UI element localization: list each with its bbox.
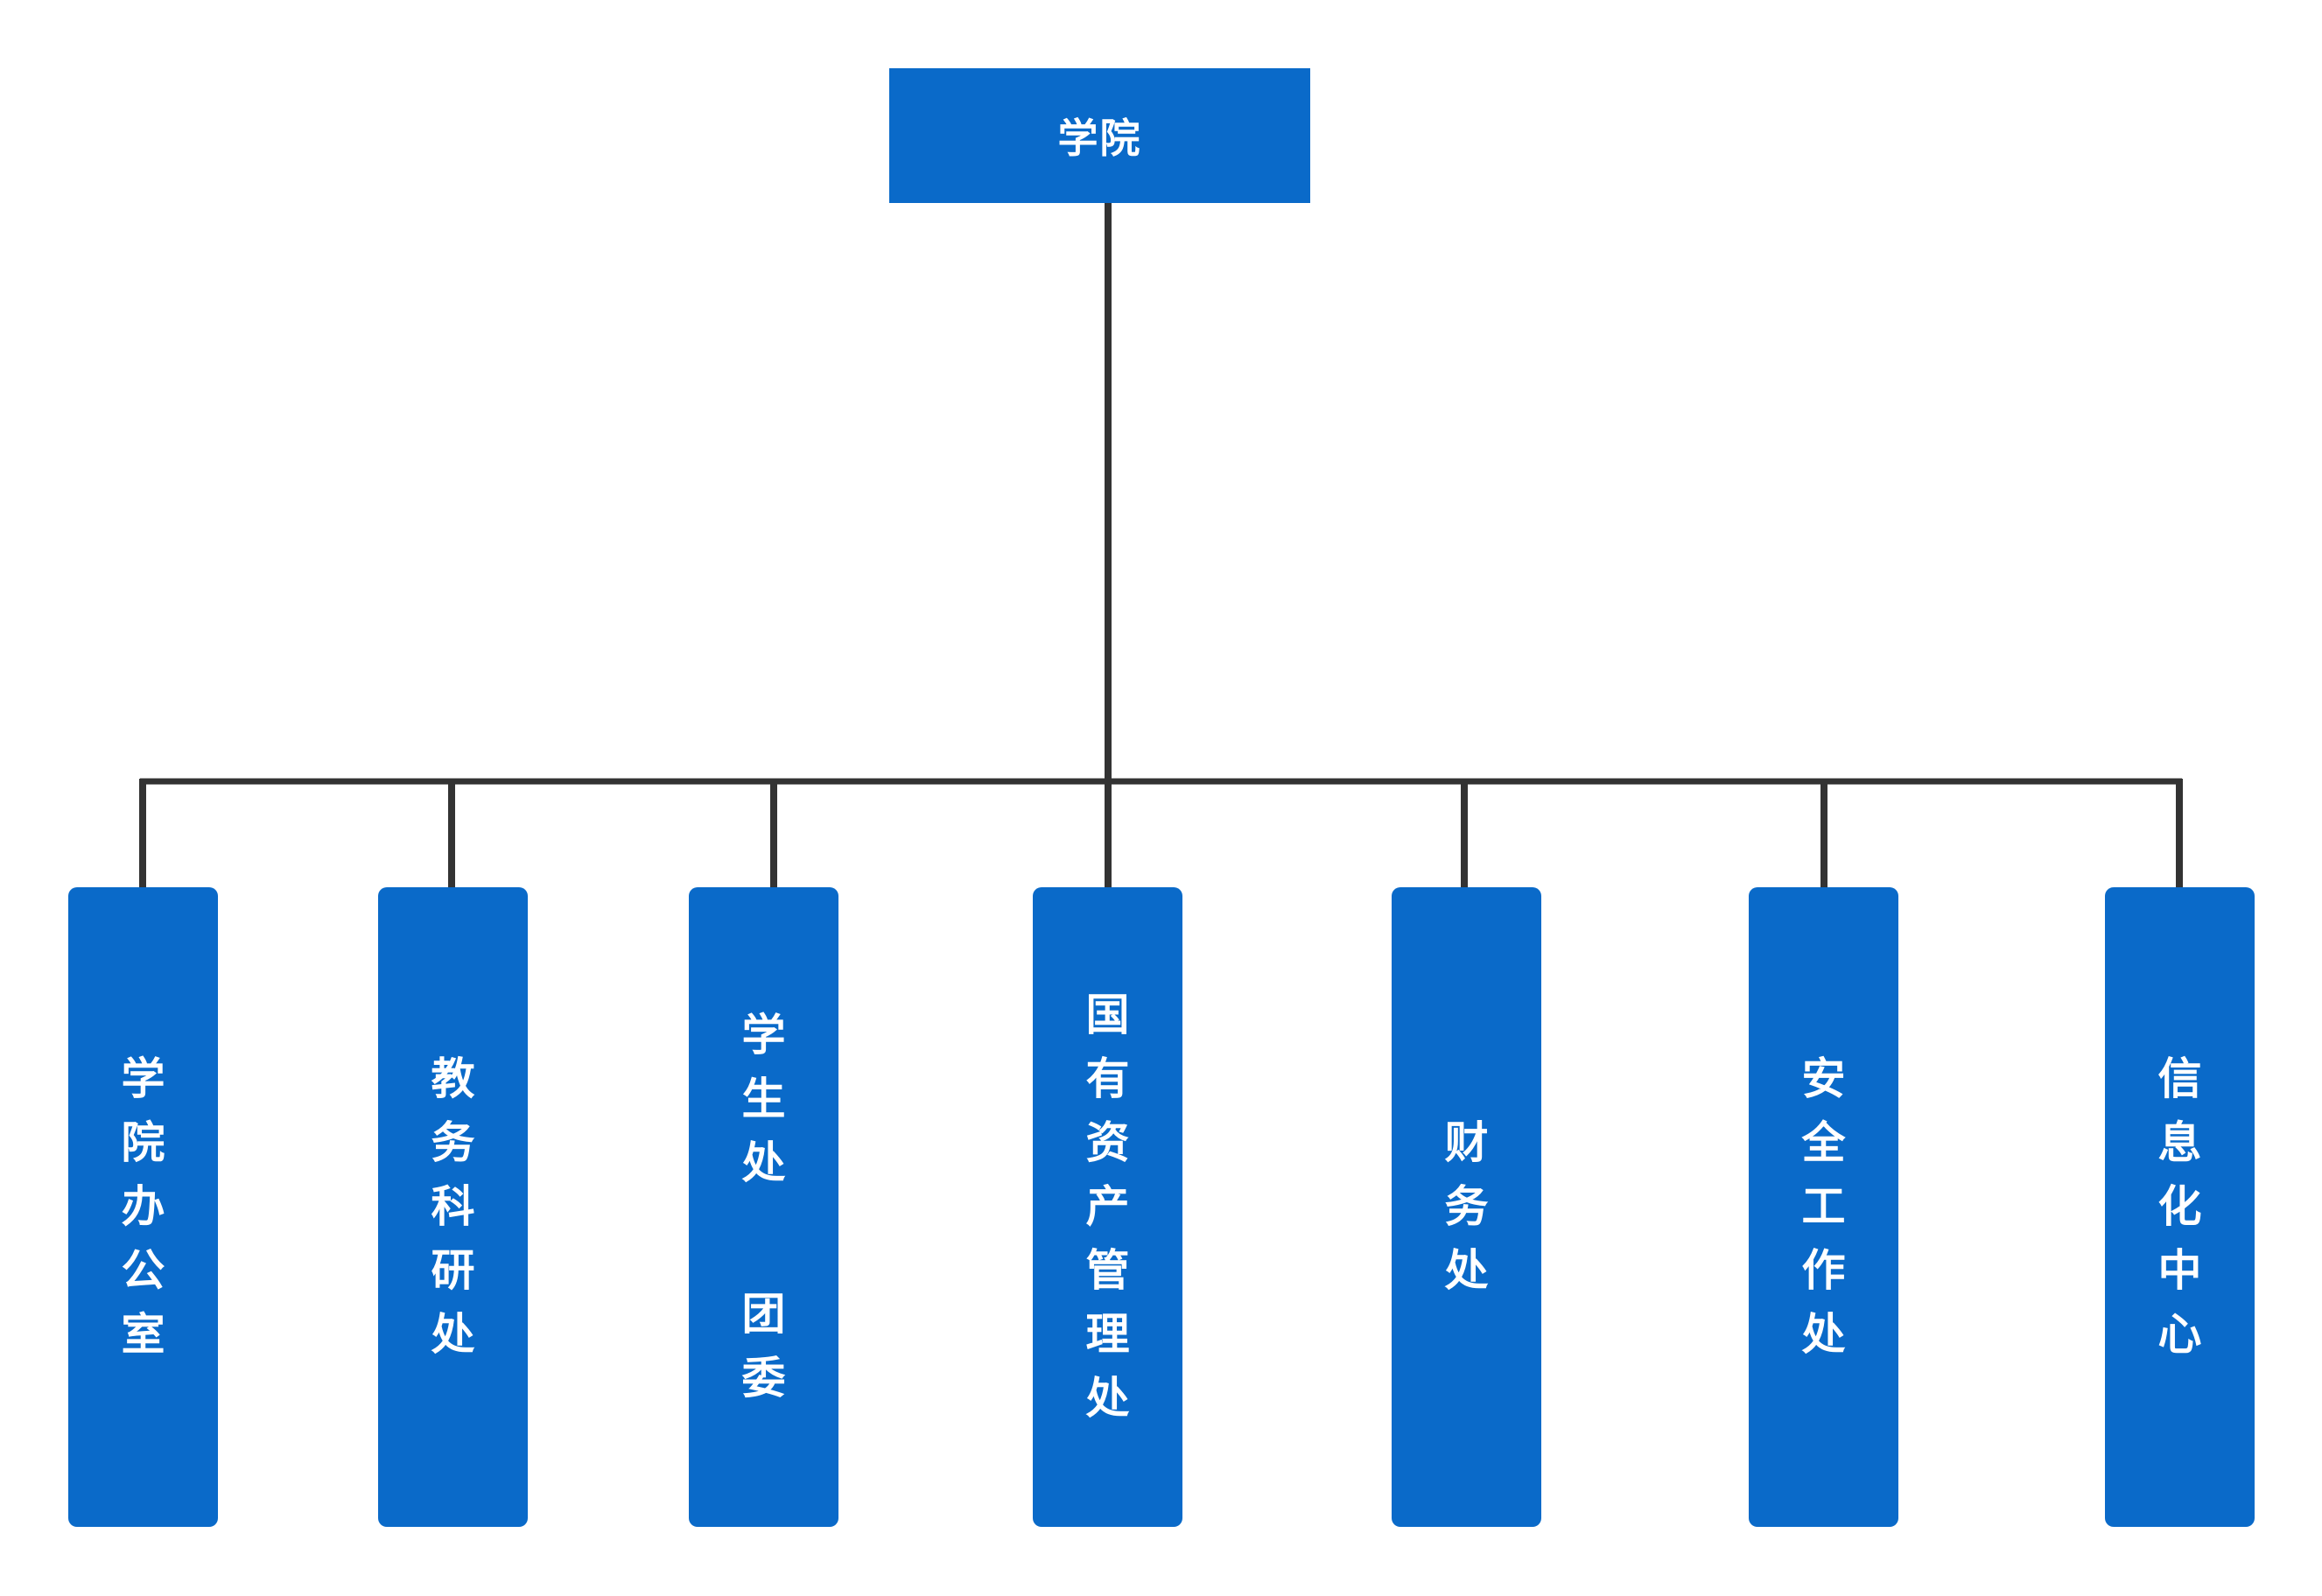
node-state-assets-office: 国有资产管理处 [1033, 887, 1182, 1527]
node-college-label: 学院 [1057, 116, 1142, 161]
node-college: 学院 [889, 68, 1310, 203]
node-college-office-label: 学院办公室 [121, 1054, 165, 1359]
node-finance-office-label: 财务处 [1444, 1118, 1489, 1295]
node-academic-research-office: 教务科研处 [378, 887, 528, 1527]
node-info-center-label: 信息化中心 [2157, 1054, 2202, 1359]
node-info-center: 信息化中心 [2105, 887, 2255, 1527]
node-security-office: 安全工作处 [1749, 887, 1898, 1527]
node-academic-research-office-label: 教务科研处 [431, 1054, 475, 1359]
node-student-affairs-youth-league: 学生处团委 [689, 887, 838, 1527]
node-student-affairs-youth-league-label: 学生处团委 [741, 1011, 786, 1403]
node-college-office: 学院办公室 [68, 887, 218, 1527]
node-security-office-label: 安全工作处 [1801, 1054, 1846, 1359]
node-finance-office: 财务处 [1392, 887, 1541, 1527]
node-state-assets-office-label: 国有资产管理处 [1085, 990, 1130, 1423]
